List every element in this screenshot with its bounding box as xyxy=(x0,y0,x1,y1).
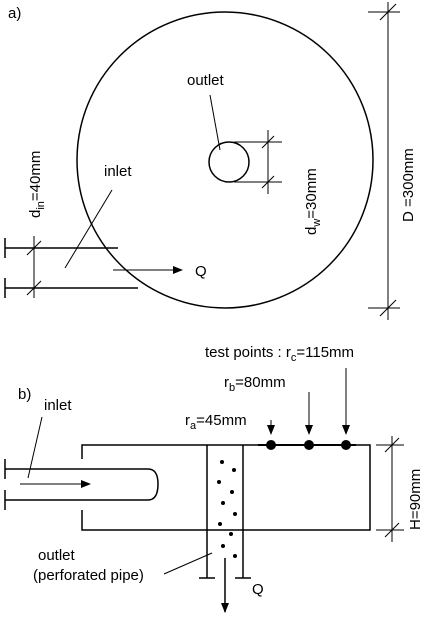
D-label: D =300mm xyxy=(400,148,417,222)
dw-label: dw=30mm xyxy=(303,168,323,235)
inlet-pipe xyxy=(4,238,138,298)
dw-dimension: dw=30mm xyxy=(234,130,323,235)
panel-b-label: b) xyxy=(18,386,31,403)
test-point-c xyxy=(341,440,351,450)
outlet-label-b-line2: (perforated pipe) xyxy=(33,567,144,584)
inlet-label: inlet xyxy=(104,163,132,180)
outlet-leader xyxy=(209,94,221,151)
flow-label-b: Q xyxy=(252,581,264,598)
outlet-label-b-line1: outlet xyxy=(38,547,76,564)
panel-a: a) outlet dw=30mm D =300mm xyxy=(4,2,417,320)
inlet-pipe-b xyxy=(4,459,159,510)
H-dimension: H=90mm xyxy=(376,436,424,542)
inlet-label-b: inlet xyxy=(44,397,72,414)
perforated-pipe xyxy=(199,445,251,579)
inlet-leader-b xyxy=(27,416,43,479)
vessel-body xyxy=(81,444,371,531)
H-label: H=90mm xyxy=(407,469,424,530)
panel-a-label: a) xyxy=(8,5,21,22)
outlet-circle xyxy=(208,141,250,183)
test-point-b xyxy=(304,440,314,450)
ra-label: ra=45mm xyxy=(185,412,247,432)
test-point-a xyxy=(266,440,276,450)
test-points-label: test points : rc=115mm xyxy=(205,344,354,364)
outlet-label: outlet xyxy=(187,72,225,89)
vessel-circle xyxy=(76,11,374,309)
din-dimension: din=40mm xyxy=(26,151,47,298)
perforation-dots xyxy=(217,460,237,558)
inlet-leader xyxy=(64,189,113,269)
flow-label-a: Q xyxy=(195,263,207,280)
D-dimension: D =300mm xyxy=(368,2,417,320)
panel-b: b) test points : rc=115mm rb=80mm ra=45m… xyxy=(4,344,424,613)
rb-label: rb=80mm xyxy=(224,374,286,394)
outlet-leader-b xyxy=(163,552,213,575)
din-label: din=40mm xyxy=(27,151,47,218)
